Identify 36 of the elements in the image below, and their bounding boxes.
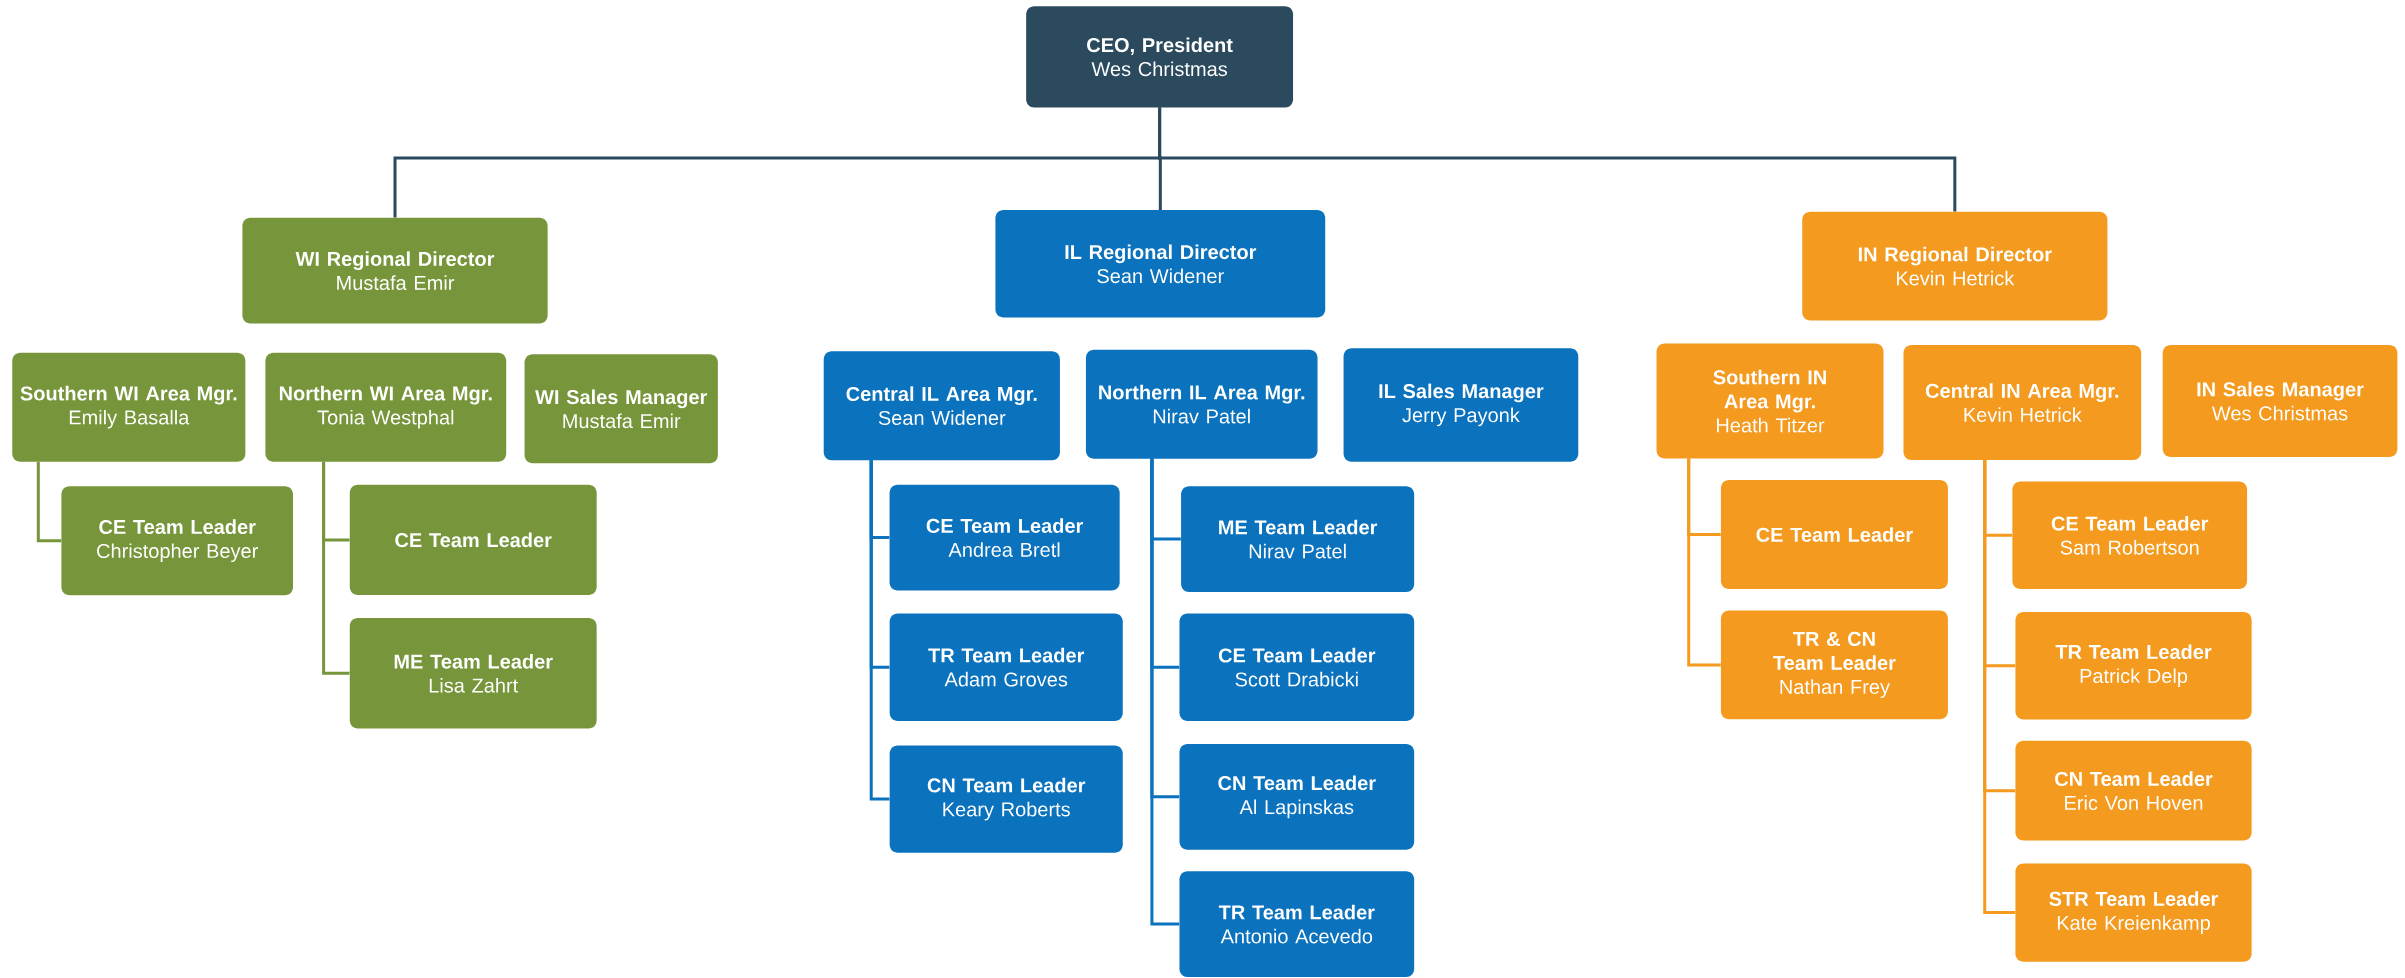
org-box: WI Sales Manager Mustafa Emir: [524, 354, 718, 464]
org-box: CN Team Leader Eric Von Hoven: [2015, 740, 2252, 841]
connector-line: [1150, 458, 1180, 926]
org-box: WI Regional Director Mustafa Emir: [242, 217, 548, 324]
org-box: TR Team Leader Patrick Delp: [2015, 612, 2252, 720]
org-box: STR Team Leader Kate Kreienkamp: [2015, 863, 2252, 962]
org-box: ME Team Leader Nirav Patel: [1181, 486, 1415, 592]
org-box: TR Team Leader Adam Groves: [889, 613, 1123, 721]
org-box: Central IN Area Mgr. Kevin Hetrick: [1903, 345, 2142, 461]
org-box: CE Team Leader Andrea Bretl: [889, 484, 1120, 591]
org-box: TR Team Leader Antonio Acevedo: [1179, 871, 1415, 977]
org-box: Southern WI Area Mgr. Emily Basalla: [12, 352, 246, 462]
org-box: Central IL Area Mgr. Sean Widener: [823, 351, 1060, 461]
org-box: Northern WI Area Mgr. Tonia Westphal: [265, 352, 507, 462]
org-box: ME Team Leader Lisa Zahrt: [349, 618, 597, 729]
org-box: CE Team Leader: [1720, 480, 1948, 589]
org-box: IN Sales Manager Wes Christmas: [2162, 345, 2398, 458]
org-box: CEO, President Wes Christmas: [1026, 6, 1294, 108]
connector-line: [322, 461, 350, 675]
org-box: IL Sales Manager Jerry Payonk: [1343, 348, 1579, 462]
org-box: CE Team Leader: [349, 484, 597, 596]
org-box: IL Regional Director Sean Widener: [995, 210, 1326, 318]
org-box: TR & CN Team Leader Nathan Frey: [1720, 610, 1948, 720]
connector-line: [36, 461, 62, 543]
org-box: CE Team Leader Scott Drabicki: [1179, 613, 1415, 721]
connector-line: [1687, 458, 1721, 667]
org-box: CE Team Leader Sam Robertson: [2012, 481, 2248, 589]
org-box: Southern IN Area Mgr. Heath Titzer: [1656, 343, 1884, 459]
org-box: CN Team Leader Keary Roberts: [889, 745, 1123, 853]
org-box: IN Regional Director Kevin Hetrick: [1802, 211, 2108, 321]
connector-line: [869, 460, 890, 801]
connector-line: [1983, 460, 2016, 915]
org-box: CE Team Leader Christopher Beyer: [61, 486, 293, 596]
org-box: CN Team Leader Al Lapinskas: [1179, 743, 1415, 850]
org-box: Northern IL Area Mgr. Nirav Patel: [1085, 349, 1318, 459]
connector-line: [1158, 107, 1957, 212]
